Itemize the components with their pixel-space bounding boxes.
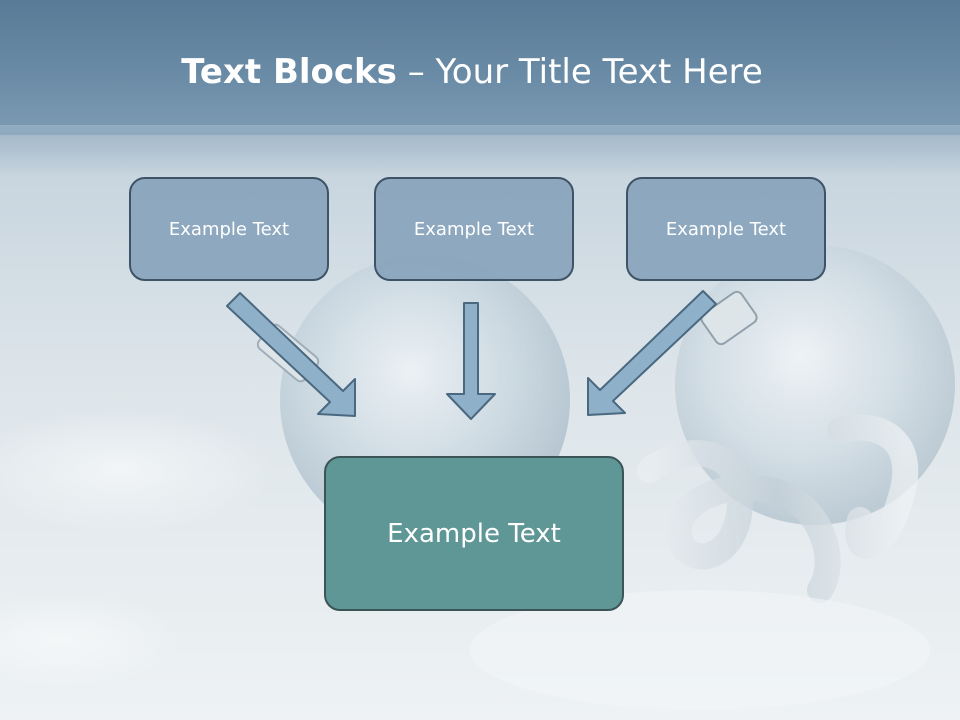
ornament-cap-right <box>700 290 758 346</box>
text-block-3-label: Example Text <box>665 218 787 240</box>
arrow-right <box>587 290 717 416</box>
main-text-block-label: Example Text <box>387 518 561 549</box>
page-title: Text Blocks – Your Title Text Here <box>0 52 944 92</box>
title-rest: Your Title Text Here <box>435 52 763 92</box>
text-block-3: Example Text <box>626 177 826 281</box>
title-bold: Text Blocks <box>181 52 397 92</box>
text-block-1: Example Text <box>129 177 329 281</box>
arrow-center <box>446 302 496 420</box>
curled-ribbon <box>637 414 919 603</box>
main-text-block: Example Text <box>324 456 624 611</box>
header-fade <box>0 125 960 175</box>
text-block-2-label: Example Text <box>413 218 535 240</box>
header-band <box>0 0 960 135</box>
title-separator: – <box>396 52 436 92</box>
text-block-2: Example Text <box>374 177 574 281</box>
reflection-glow <box>470 590 930 710</box>
arrow-left <box>226 292 356 417</box>
text-block-1-label: Example Text <box>168 218 290 240</box>
